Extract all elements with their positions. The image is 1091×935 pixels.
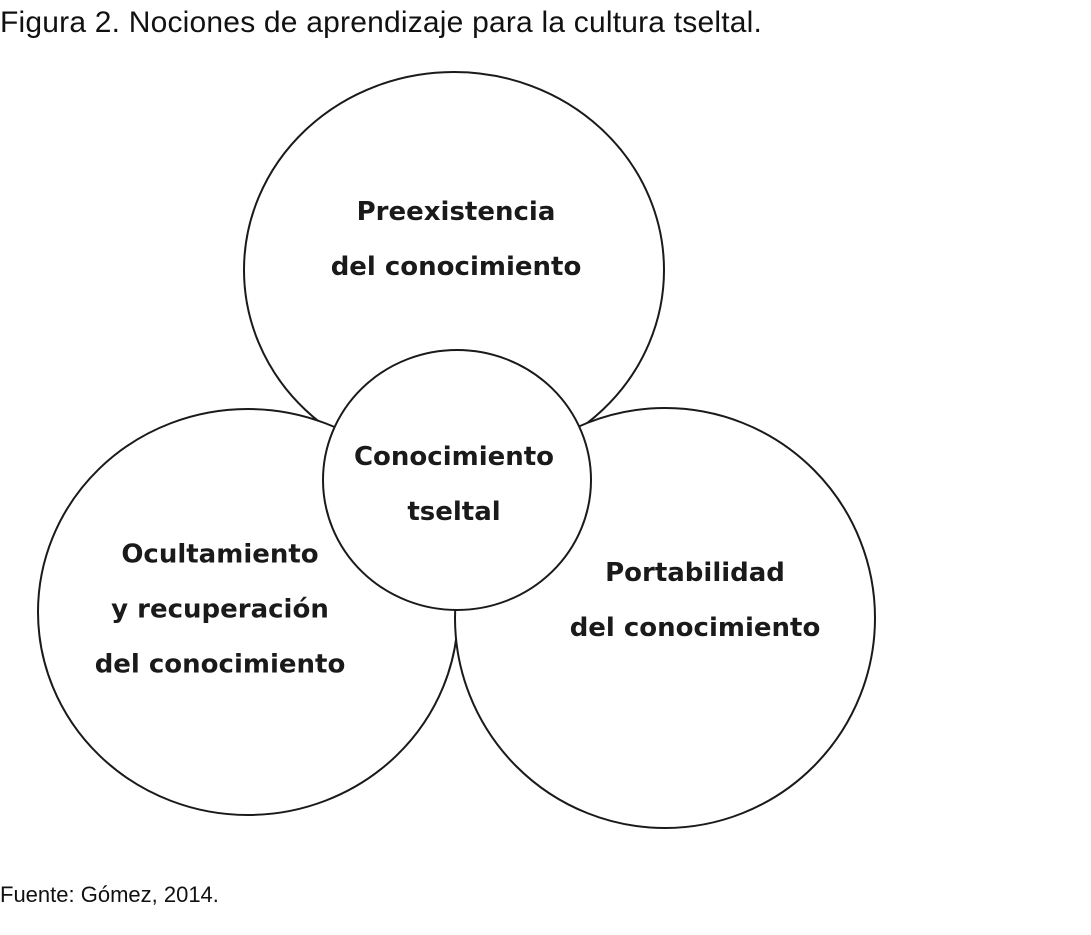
top-node-line-1: Preexistencia: [356, 197, 556, 227]
center-node-line-1: Conocimiento: [353, 442, 555, 472]
figure-caption: Figura 2. Nociones de aprendizaje para l…: [0, 6, 763, 39]
center-node-line-2: tseltal: [407, 497, 501, 527]
top-node-line-2: del conocimiento: [330, 252, 582, 282]
center-circle: [322, 349, 592, 611]
figure-source: Fuente: Gómez, 2014.: [0, 882, 219, 907]
left-node-line-3: del conocimiento: [94, 649, 346, 680]
right-node-line-1: Portabilidad: [605, 558, 785, 588]
center-node-label: Conocimiento tseltal: [354, 430, 554, 540]
top-node-label: Preexistencia del conocimiento: [331, 185, 582, 295]
left-node-line-2: y recuperación: [111, 594, 329, 625]
right-node-line-2: del conocimiento: [569, 613, 821, 643]
right-node-label: Portabilidad del conocimiento: [570, 546, 821, 656]
left-node-label: Ocultamiento y recuperación del conocimi…: [95, 528, 346, 693]
left-node-line-1: Ocultamiento: [121, 539, 319, 570]
